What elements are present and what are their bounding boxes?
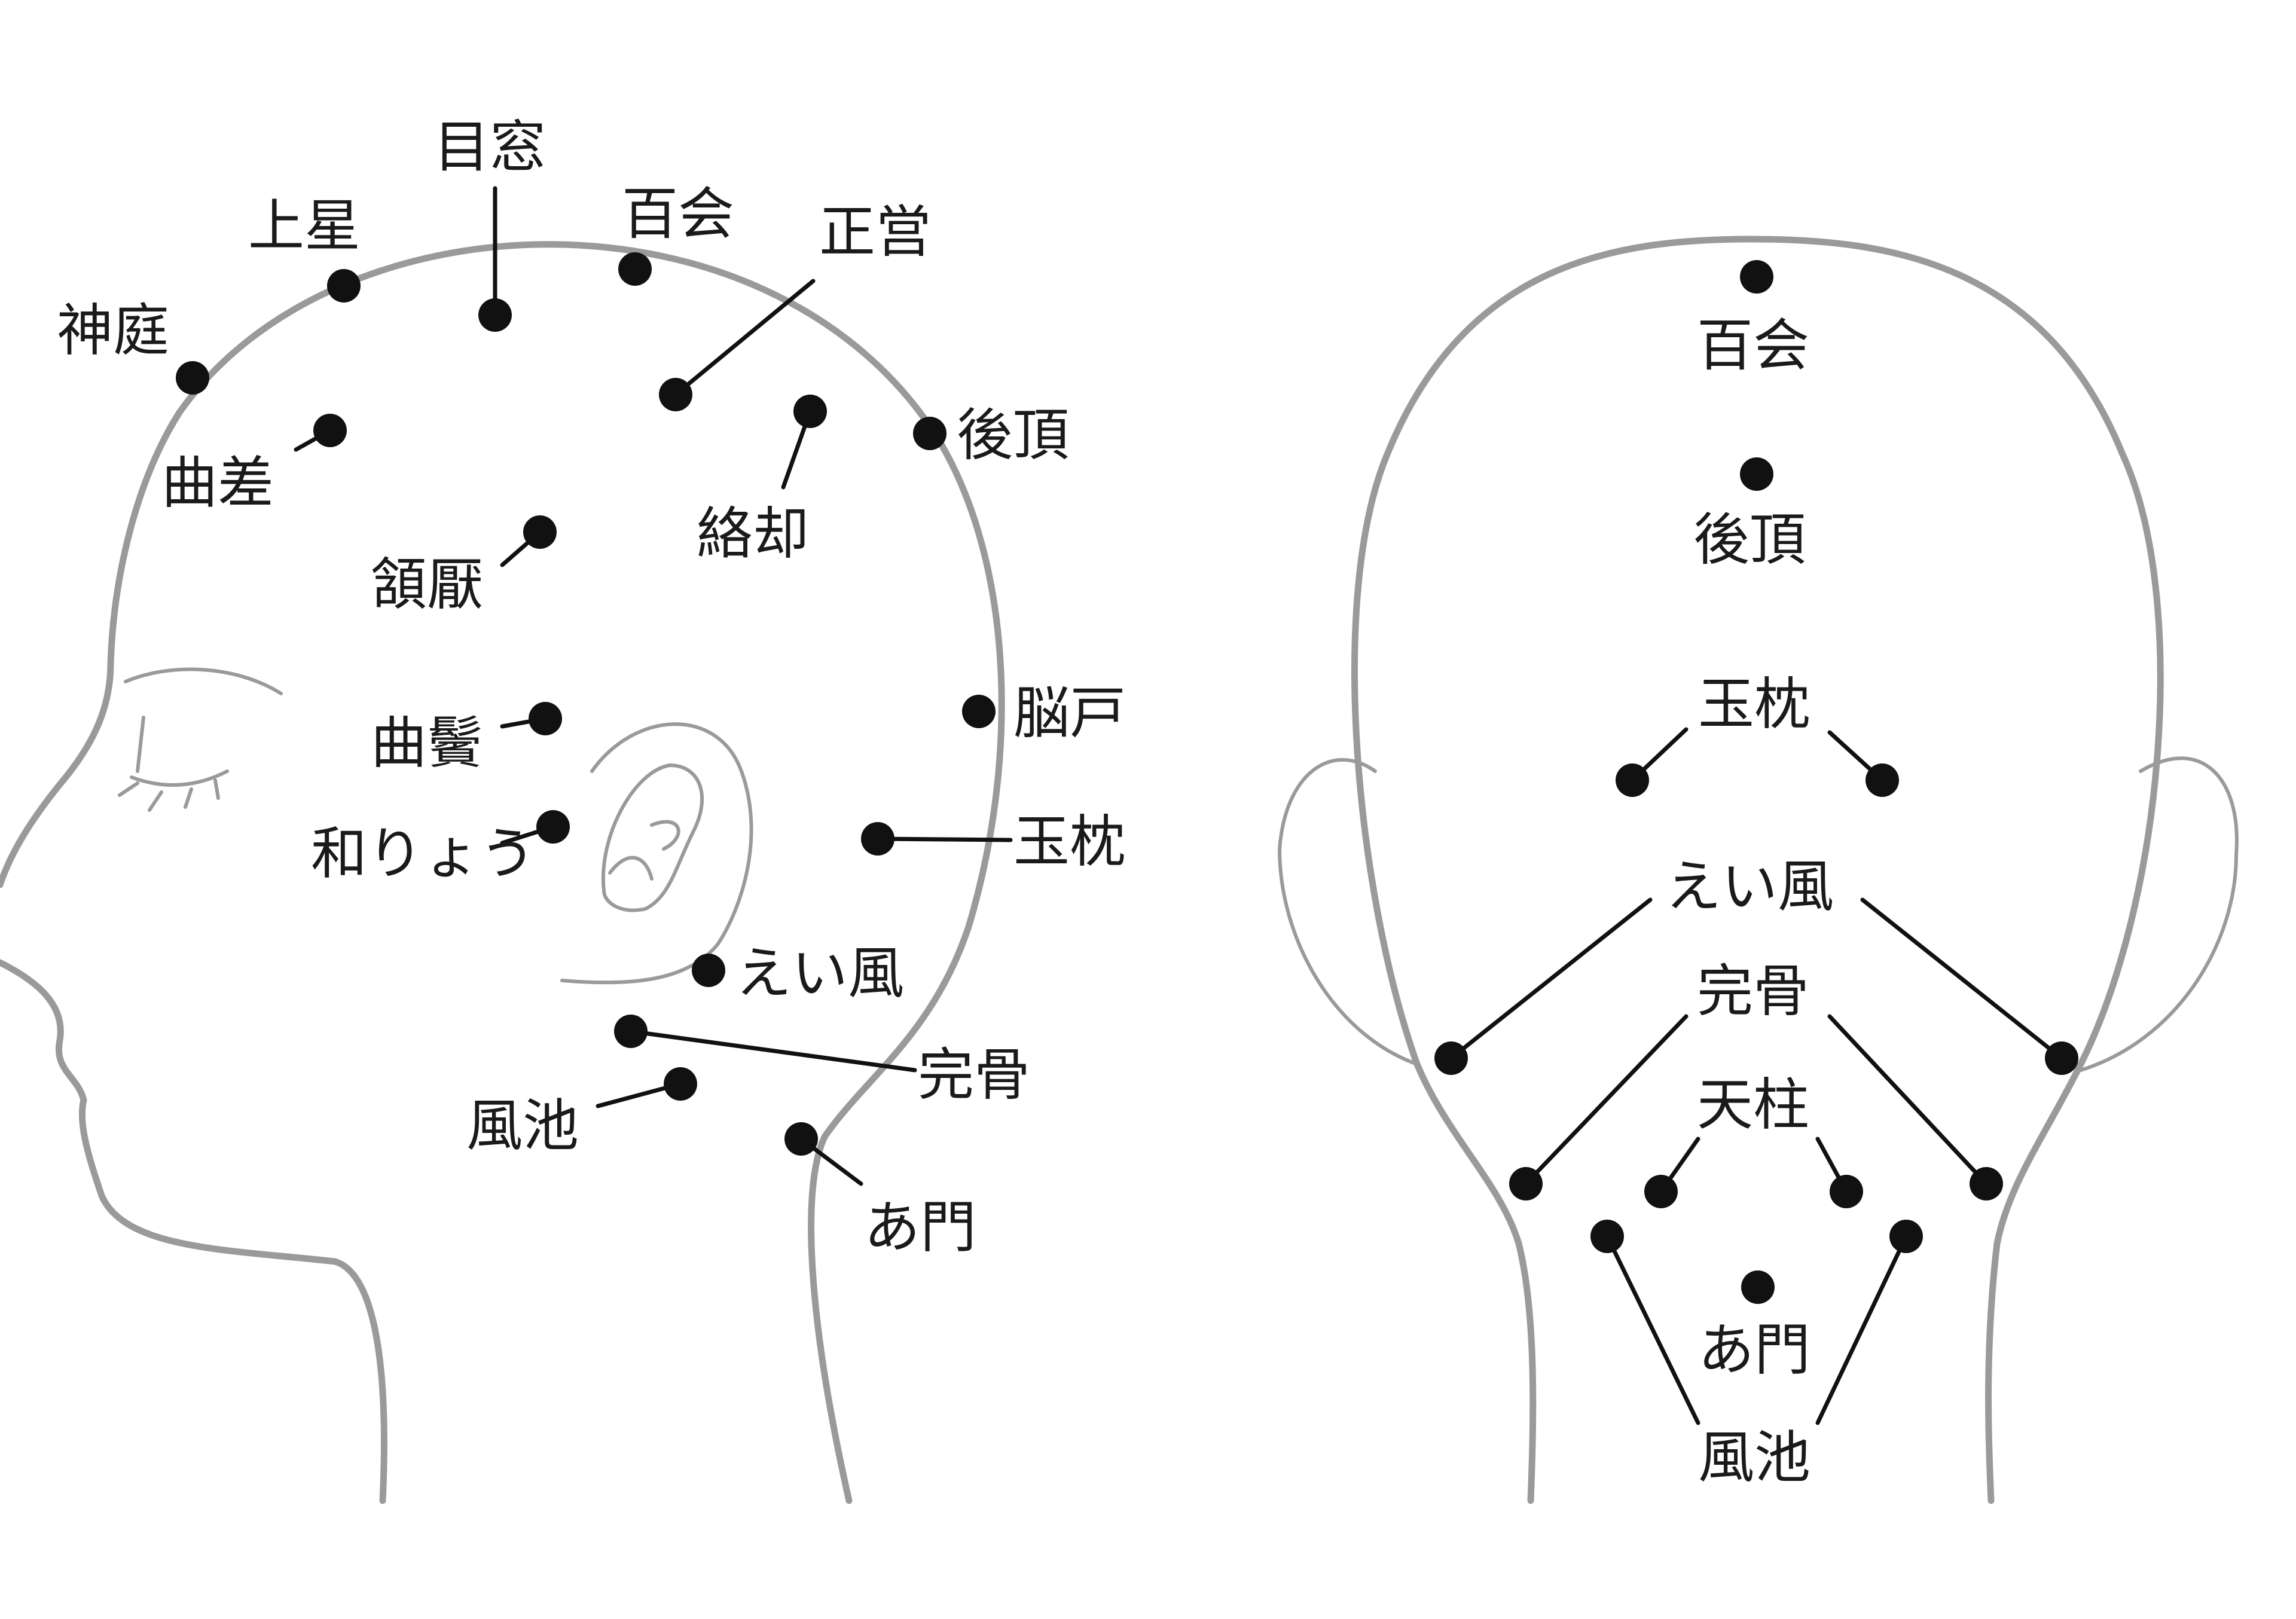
back-point-gyokuchin-left (1616, 763, 1649, 797)
label-mokuso: 目窓 (433, 115, 546, 180)
back-point-tenchu-left (1644, 1175, 1678, 1208)
back-point-kankotsu-right (1970, 1167, 2003, 1200)
back-label-kankotsu: 完骨 (1697, 959, 1809, 1024)
back-label-fuchi: 風池 (1698, 1425, 1810, 1490)
label-gyokuchin: 玉枕 (1013, 810, 1126, 875)
back-neck-left (1413, 1061, 1537, 1504)
side-head-outline (176, 241, 1005, 1504)
back-point-gyokuchin-right (1866, 763, 1899, 797)
back-point-tenchu-right (1830, 1175, 1863, 1208)
label-kyokusa: 曲差 (161, 451, 274, 516)
point-eifu (692, 954, 725, 987)
back-head-view: 百会 後頂 玉枕 えい風 完骨 天柱 あ門 風池 (1277, 236, 2239, 1504)
side-ear-inner (601, 763, 704, 912)
back-point-hyakue (1740, 260, 1773, 294)
back-point-gochou (1740, 457, 1773, 491)
back-label-eifu: えい風 (1665, 854, 1834, 920)
back-point-fuchi-right (1889, 1220, 1923, 1253)
label-noko: 脳戸 (1013, 681, 1126, 746)
label-seiei: 正営 (819, 200, 932, 265)
eye-icon (124, 667, 283, 695)
face-profile-outline (0, 409, 183, 888)
back-point-amon (1741, 1270, 1775, 1304)
label-fuchi: 風池 (466, 1093, 579, 1159)
back-point-eifu-right (2045, 1041, 2078, 1075)
label-rakkyaku: 絡却 (697, 502, 809, 567)
label-hyakue: 百会 (622, 182, 734, 247)
point-kyokubin (529, 702, 562, 735)
point-waryo (536, 810, 570, 844)
back-label-amon: あ門 (1698, 1318, 1810, 1383)
side-ear-outline (560, 722, 753, 985)
point-hyakue (618, 252, 652, 286)
point-amon (784, 1122, 818, 1156)
label-waryo: 和りょう (311, 821, 536, 887)
label-amon: あ門 (864, 1195, 976, 1260)
chin-jaw-outline (0, 959, 387, 1504)
label-kankotsu: 完骨 (918, 1043, 1030, 1108)
point-gyokuchin (861, 822, 894, 856)
label-josei: 上星 (248, 194, 361, 259)
point-kyokusa (313, 414, 347, 447)
back-label-gochou: 後頂 (1693, 508, 1806, 573)
point-mokuso (478, 298, 512, 332)
back-point-fuchi-left (1590, 1220, 1624, 1253)
point-josei (327, 269, 361, 303)
back-label-tenchu: 天柱 (1697, 1073, 1809, 1138)
label-eifu: えい風 (735, 941, 904, 1006)
point-seiei (659, 378, 692, 411)
side-head-view: 目窓 上星 百会 正営 神庭 曲差 後頂 絡却 頷厭 脳戸 曲鬢 和りょう 玉枕… (0, 115, 1126, 1504)
back-point-eifu-left (1434, 1041, 1468, 1075)
label-shintei: 神庭 (57, 298, 169, 363)
point-rakkyaku (793, 395, 827, 428)
point-kankotsu (614, 1015, 648, 1048)
point-fuchi (664, 1067, 697, 1101)
label-kyokubin: 曲鬢 (371, 711, 483, 776)
back-ear-left (1277, 758, 1419, 1066)
back-label-hyakue: 百会 (1697, 313, 1809, 378)
back-label-gyokuchin: 玉枕 (1698, 672, 1810, 737)
point-gochou (913, 417, 947, 450)
label-ganen: 頷厭 (371, 552, 483, 618)
eyelash-icon (118, 769, 229, 812)
back-point-kankotsu-left (1509, 1167, 1543, 1200)
label-gochou: 後頂 (957, 403, 1069, 468)
back-ear-right (2079, 756, 2239, 1072)
back-head-outline (1351, 236, 2164, 1504)
point-ganen (523, 515, 557, 549)
point-noko (962, 695, 996, 728)
point-shintei (176, 361, 209, 395)
